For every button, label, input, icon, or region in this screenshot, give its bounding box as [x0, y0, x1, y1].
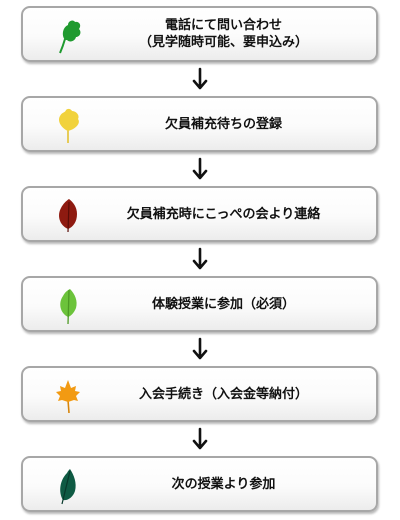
step-title: 次の授業より参加 [171, 476, 276, 492]
step-title: 欠員補充待ちの登録 [164, 116, 282, 132]
step-label: 次の授業より参加 [85, 458, 362, 510]
down-arrow-icon [191, 157, 209, 181]
step-vacancy-contact: 欠員補充時にこっぺの会より連絡 [21, 186, 378, 242]
dark-green-leaf-icon [50, 466, 86, 506]
step-label: 電話にて問い合わせ （見学随時可能、要申込み） [85, 8, 362, 60]
step-label: 欠員補充待ちの登録 [85, 98, 362, 150]
down-arrow-icon [191, 67, 209, 91]
step-label: 体験授業に参加（必須） [85, 278, 362, 330]
step-label: 欠員補充時にこっぺの会より連絡 [85, 188, 362, 240]
light-green-leaf-icon [50, 286, 86, 326]
step-title: 欠員補充時にこっぺの会より連絡 [126, 206, 321, 222]
green-leaf-icon [50, 16, 86, 56]
dark-red-leaf-icon [50, 196, 86, 236]
down-arrow-icon [191, 337, 209, 361]
step-trial-class: 体験授業に参加（必須） [21, 276, 378, 332]
step-inquiry: 電話にて問い合わせ （見学随時可能、要申込み） [21, 6, 378, 62]
down-arrow-icon [191, 247, 209, 271]
step-title: 入会手続き（入会金等納付） [138, 386, 308, 402]
step-waitlist-registration: 欠員補充待ちの登録 [21, 96, 378, 152]
step-join-next-class: 次の授業より参加 [21, 456, 378, 512]
orange-maple-leaf-icon [50, 376, 86, 416]
step-enrollment-procedure: 入会手続き（入会金等納付） [21, 366, 378, 422]
yellow-leaf-icon [50, 106, 86, 146]
step-note: （見学随時可能、要申込み） [138, 35, 308, 50]
down-arrow-icon [191, 427, 209, 451]
step-title: 電話にて問い合わせ [164, 18, 282, 33]
step-label: 入会手続き（入会金等納付） [85, 368, 362, 420]
step-title: 体験授業に参加（必須） [151, 296, 295, 312]
